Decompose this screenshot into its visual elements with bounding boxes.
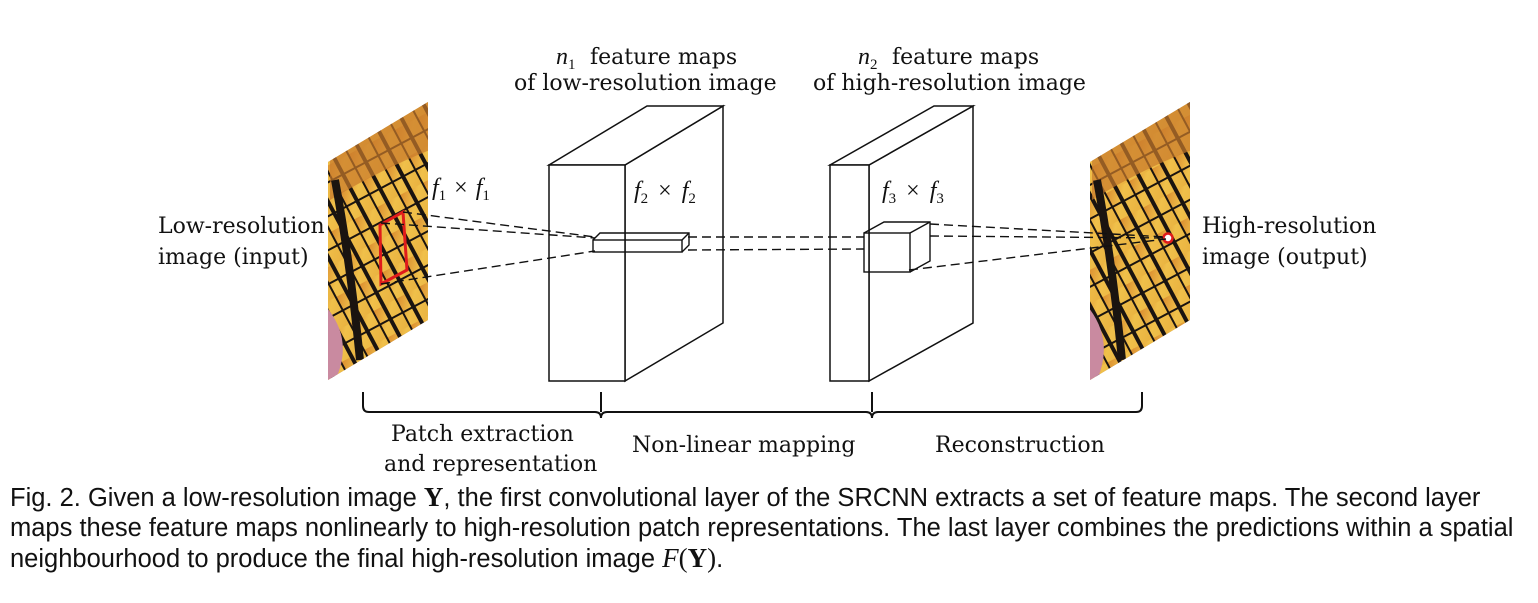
stage2-label: Non-linear mapping bbox=[632, 433, 855, 458]
input-label-line1: Low-resolution bbox=[158, 214, 325, 239]
feature-block-2 bbox=[827, 104, 976, 383]
caption-text-1: Given a low-resolution image bbox=[87, 484, 417, 512]
input-patch-outline bbox=[378, 209, 409, 287]
fm1-line2: of low-resolution image bbox=[514, 71, 777, 96]
n1-symbol: n1 bbox=[556, 44, 576, 73]
patch-cube-2 bbox=[863, 221, 931, 273]
stage-brace bbox=[362, 392, 1143, 419]
srcnn-diagram: n1 feature maps of low-resolution image … bbox=[158, 44, 1376, 477]
input-image bbox=[328, 102, 428, 380]
fm2-line2: of high-resolution image bbox=[813, 71, 1086, 96]
output-pixel-marker bbox=[1162, 232, 1174, 244]
output-label-line1: High-resolution bbox=[1202, 214, 1376, 239]
f2-label: f2×f2 bbox=[634, 178, 696, 207]
fm2-line1: feature maps bbox=[892, 45, 1039, 70]
output-label-line2: image (output) bbox=[1202, 245, 1368, 270]
caption-fig-number: Fig. 2. bbox=[10, 484, 81, 512]
stage3-label: Reconstruction bbox=[935, 433, 1105, 458]
projection-lines bbox=[380, 211, 1167, 285]
caption-end: . bbox=[716, 545, 724, 573]
f1-label: f1×f1 bbox=[432, 175, 490, 204]
feature-block-1 bbox=[546, 104, 726, 383]
patch-box-1 bbox=[592, 232, 690, 253]
n2-symbol: n2 bbox=[858, 44, 878, 73]
figure-caption: Fig. 2. Given a low-resolution image Y, … bbox=[10, 482, 1530, 574]
stage1-line1: Patch extraction bbox=[391, 422, 574, 447]
stage1-line2: and representation bbox=[384, 452, 597, 477]
f3-label: f3×f3 bbox=[882, 178, 944, 207]
caption-text-2: , the first convolutional layer of the S… bbox=[10, 484, 1514, 573]
input-label-line2: image (input) bbox=[158, 245, 309, 270]
caption-formula: F(Y) bbox=[662, 543, 717, 573]
caption-symbol-y: Y bbox=[423, 482, 444, 512]
fm1-line1: feature maps bbox=[590, 45, 737, 70]
